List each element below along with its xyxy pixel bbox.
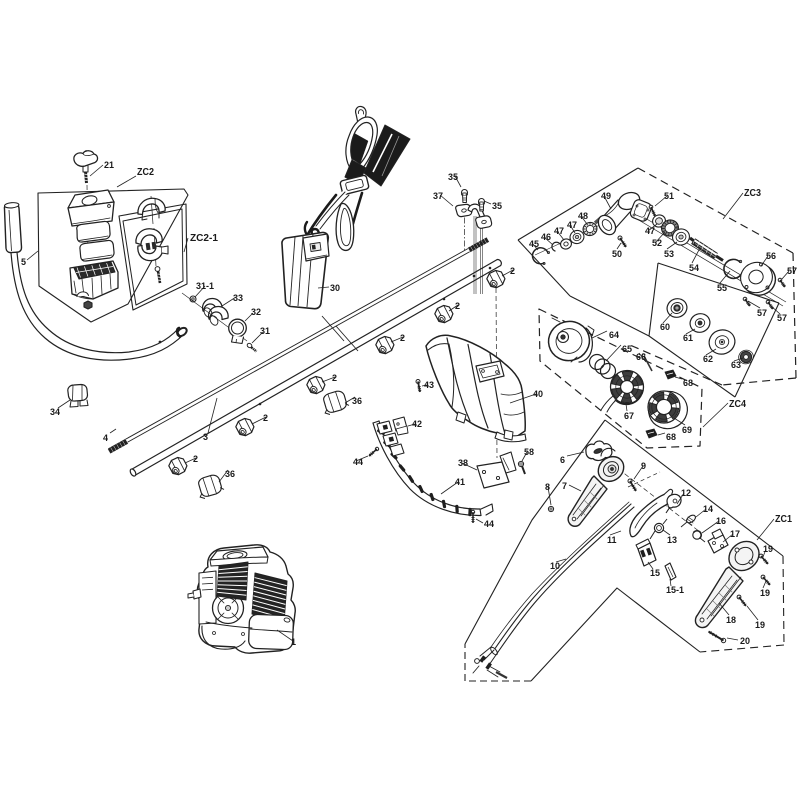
svg-text:43: 43 — [424, 380, 434, 390]
svg-text:10: 10 — [550, 561, 560, 571]
svg-text:19: 19 — [760, 588, 770, 598]
svg-text:47: 47 — [645, 226, 655, 236]
svg-text:13: 13 — [667, 535, 677, 545]
svg-text:2: 2 — [263, 413, 268, 423]
svg-text:67: 67 — [624, 411, 634, 421]
svg-text:12: 12 — [681, 488, 691, 498]
svg-text:2: 2 — [193, 454, 198, 464]
svg-text:63: 63 — [731, 360, 741, 370]
svg-text:31-1: 31-1 — [196, 281, 214, 291]
svg-text:48: 48 — [578, 211, 588, 221]
svg-text:ZC1: ZC1 — [775, 514, 792, 525]
svg-text:11: 11 — [607, 535, 617, 545]
svg-text:41: 41 — [455, 477, 465, 487]
svg-text:55: 55 — [717, 283, 727, 293]
svg-text:69: 69 — [682, 425, 692, 435]
svg-text:8: 8 — [545, 482, 550, 492]
svg-text:56: 56 — [766, 251, 776, 261]
svg-text:2: 2 — [510, 266, 515, 276]
svg-text:62: 62 — [703, 354, 713, 364]
svg-text:54: 54 — [689, 263, 699, 273]
svg-text:9: 9 — [641, 461, 646, 471]
svg-text:4: 4 — [103, 433, 108, 443]
svg-text:31: 31 — [260, 326, 270, 336]
svg-text:14: 14 — [703, 504, 713, 514]
svg-text:15-1: 15-1 — [666, 585, 684, 595]
svg-text:30: 30 — [330, 283, 340, 293]
svg-text:37: 37 — [433, 191, 443, 201]
svg-text:57: 57 — [787, 266, 797, 276]
svg-text:46: 46 — [541, 232, 551, 242]
svg-text:6: 6 — [560, 455, 565, 465]
svg-text:1: 1 — [291, 637, 296, 647]
svg-text:18: 18 — [726, 615, 736, 625]
svg-text:61: 61 — [683, 333, 693, 343]
svg-text:58: 58 — [524, 447, 534, 457]
svg-text:65: 65 — [622, 344, 632, 354]
svg-text:34: 34 — [50, 407, 60, 417]
svg-text:51: 51 — [664, 191, 674, 201]
svg-text:60: 60 — [660, 322, 670, 332]
svg-text:44: 44 — [353, 457, 363, 467]
svg-text:19: 19 — [755, 620, 765, 630]
svg-text:57: 57 — [757, 308, 767, 318]
svg-text:2: 2 — [400, 333, 405, 343]
svg-text:36: 36 — [225, 469, 235, 479]
svg-text:3: 3 — [203, 432, 208, 442]
svg-text:40: 40 — [533, 389, 543, 399]
svg-text:35: 35 — [492, 201, 502, 211]
svg-text:50: 50 — [612, 249, 622, 259]
svg-text:ZC2-1: ZC2-1 — [190, 233, 218, 244]
svg-text:35: 35 — [448, 172, 458, 182]
svg-text:66: 66 — [636, 352, 646, 362]
svg-text:36: 36 — [352, 396, 362, 406]
svg-text:20: 20 — [740, 636, 750, 646]
svg-text:44: 44 — [484, 519, 494, 529]
svg-text:33: 33 — [233, 293, 243, 303]
svg-text:2: 2 — [332, 373, 337, 383]
svg-text:17: 17 — [730, 529, 740, 539]
svg-text:21: 21 — [104, 160, 114, 170]
svg-text:19: 19 — [763, 544, 773, 554]
svg-text:ZC3: ZC3 — [744, 188, 761, 199]
svg-text:5: 5 — [21, 257, 26, 267]
svg-text:42: 42 — [412, 419, 422, 429]
svg-text:7: 7 — [562, 481, 567, 491]
svg-text:49: 49 — [601, 191, 611, 201]
svg-text:ZC2: ZC2 — [137, 167, 154, 178]
svg-text:57: 57 — [777, 313, 787, 323]
svg-text:38: 38 — [458, 458, 468, 468]
svg-text:ZC4: ZC4 — [729, 399, 746, 410]
svg-text:2: 2 — [455, 301, 460, 311]
svg-text:52: 52 — [652, 238, 662, 248]
svg-text:47: 47 — [567, 220, 577, 230]
svg-text:16: 16 — [716, 516, 726, 526]
svg-text:53: 53 — [664, 249, 674, 259]
svg-text:68: 68 — [683, 378, 693, 388]
svg-text:15: 15 — [650, 568, 660, 578]
svg-text:32: 32 — [251, 307, 261, 317]
svg-text:45: 45 — [529, 239, 539, 249]
svg-text:64: 64 — [609, 330, 619, 340]
svg-text:68: 68 — [666, 432, 676, 442]
svg-text:47: 47 — [554, 226, 564, 236]
